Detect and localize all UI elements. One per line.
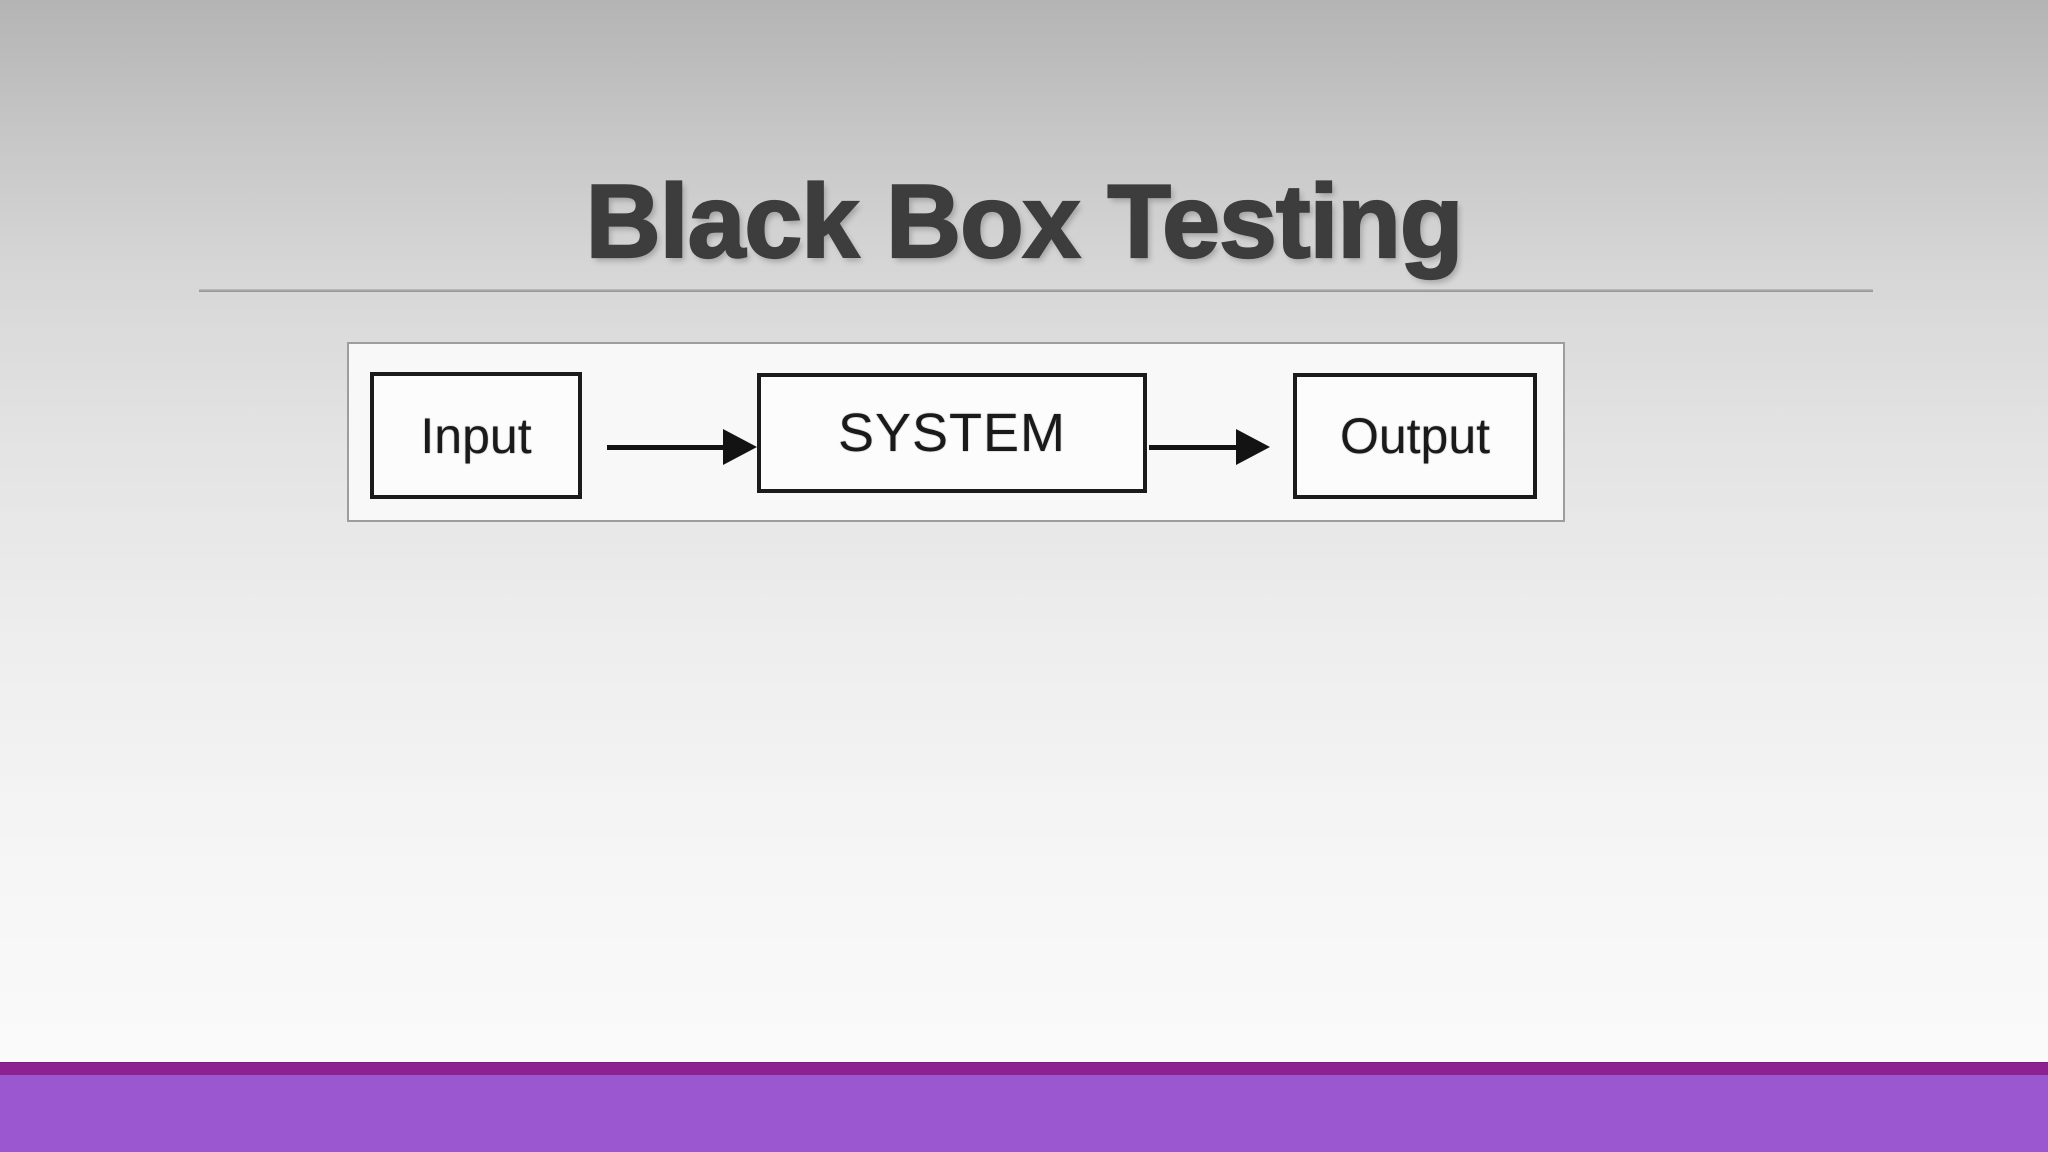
arrow-right-icon xyxy=(723,429,757,465)
title-divider xyxy=(199,289,1873,292)
footer-accent-strip xyxy=(0,1062,2048,1075)
diagram-node-system: SYSTEM xyxy=(757,373,1147,493)
slide-title: Black Box Testing xyxy=(584,163,1464,281)
footer-bar xyxy=(0,1075,2048,1152)
arrow-right-icon xyxy=(1236,429,1270,465)
diagram-node-output: Output xyxy=(1293,373,1537,499)
arrow-line xyxy=(1149,444,1236,450)
arrow-input-to-system xyxy=(607,429,757,465)
node-system-label: SYSTEM xyxy=(837,403,1067,463)
node-input-label: Input xyxy=(420,407,532,464)
diagram-node-input: Input xyxy=(370,372,582,499)
arrow-line xyxy=(607,444,723,450)
arrow-system-to-output xyxy=(1149,429,1270,465)
node-output-label: Output xyxy=(1339,408,1491,464)
diagram-panel: Input SYSTEM Output xyxy=(347,342,1565,522)
